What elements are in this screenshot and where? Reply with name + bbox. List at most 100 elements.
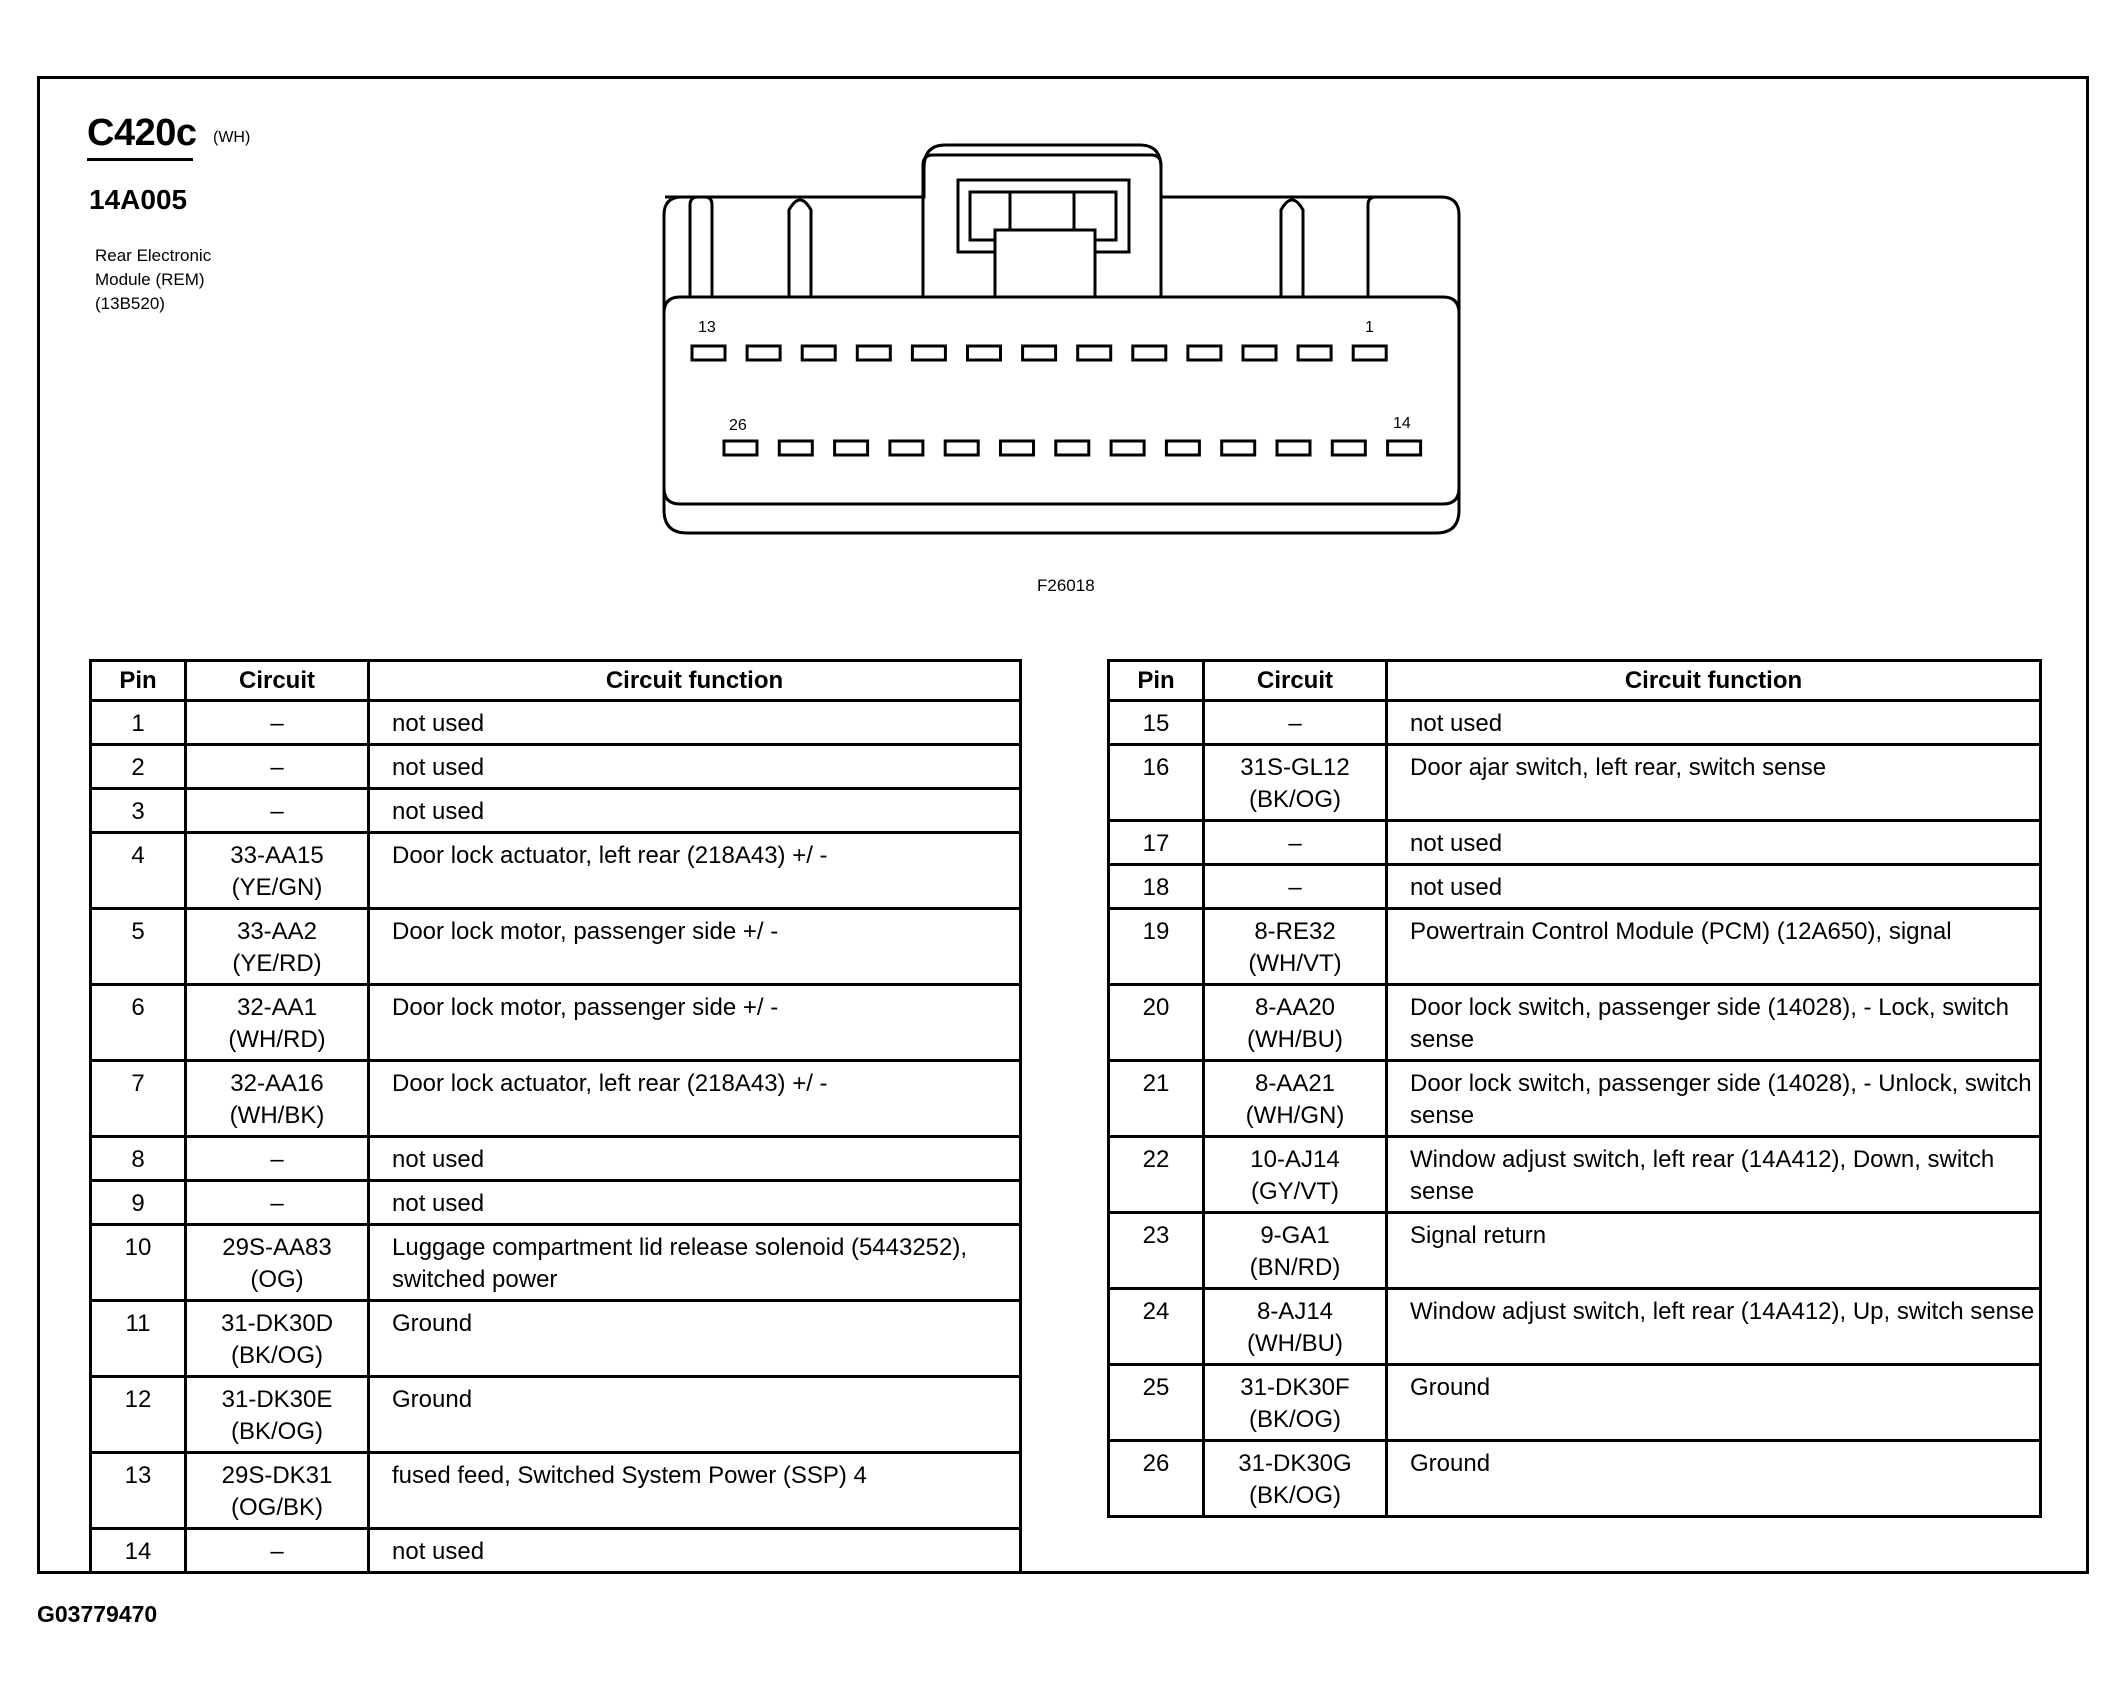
cell-circuit: – <box>184 743 370 790</box>
pin-cavity-17 <box>1220 439 1257 457</box>
circuit-number: – <box>270 1146 284 1173</box>
cell-circuit: 33-AA15(YE/GN) <box>184 831 370 910</box>
wire-color: (OG/BK) <box>230 1494 323 1521</box>
cell-circuit-function: not used <box>367 1179 1022 1226</box>
cell-circuit: 32-AA1(WH/RD) <box>184 983 370 1062</box>
cell-circuit: 8-AA20 (WH/BU) <box>1202 983 1388 1062</box>
latch-tongue <box>993 228 1097 299</box>
cell-circuit-function: not used <box>367 1527 1022 1574</box>
table-header-row: Pin Circuit Circuit function <box>1107 659 2042 702</box>
connector-id: C420c <box>87 112 197 154</box>
wire-color: (WH/BU) <box>1247 1026 1343 1053</box>
module-name-line-2: Module (REM) <box>95 270 205 289</box>
cell-pin: 9 <box>89 1179 187 1226</box>
housing-rib-1 <box>688 195 714 297</box>
cell-pin: 22 <box>1107 1135 1205 1214</box>
pin-cavity-15 <box>1330 439 1367 457</box>
pin-cavity-14 <box>1386 439 1423 457</box>
cell-circuit-function: Ground <box>1385 1363 2042 1442</box>
cell-circuit-function: not used <box>367 699 1022 746</box>
cell-circuit-function: Signal return <box>1385 1211 2042 1290</box>
cell-circuit: – <box>1202 699 1388 746</box>
cell-circuit-function: Window adjust switch, left rear (14A412)… <box>1385 1135 2042 1214</box>
cell-pin: 26 <box>1107 1439 1205 1518</box>
header-pin: Pin <box>89 659 187 702</box>
cell-circuit-function: Ground <box>367 1375 1022 1454</box>
cell-circuit: 32-AA16(WH/BK) <box>184 1059 370 1138</box>
table-row: 18–not used <box>1107 863 2042 910</box>
circuit-number: 31S-GL12 <box>1240 754 1350 781</box>
pin-label-1: 1 <box>1365 319 1374 336</box>
header-circuit-function: Circuit function <box>1385 659 2042 702</box>
cell-circuit: 33-AA2(YE/RD) <box>184 907 370 986</box>
cell-circuit-function: not used <box>1385 863 2042 910</box>
cell-circuit-function: Door ajar switch, left rear, switch sens… <box>1385 743 2042 822</box>
pin-cavity-8 <box>966 344 1002 362</box>
pin-cavity-10 <box>855 344 892 362</box>
cell-pin: 20 <box>1107 983 1205 1062</box>
pin-table-right: Pin Circuit Circuit function 15–not used… <box>1107 659 2042 1518</box>
circuit-number: – <box>1288 710 1302 737</box>
pin-label-26: 26 <box>729 417 747 434</box>
pin-cavity-20 <box>1054 439 1091 457</box>
wire-color: (BK/OG) <box>230 1342 323 1369</box>
cell-circuit: 10-AJ14(GY/VT) <box>1202 1135 1388 1214</box>
circuit-number: 33-AA2 <box>236 918 318 945</box>
cell-circuit: 31-DK30G (BK/OG) <box>1202 1439 1388 1518</box>
pin-cavity-24 <box>833 439 870 457</box>
circuit-number: – <box>270 710 284 737</box>
circuit-number: – <box>270 798 284 825</box>
pin-cavity-12 <box>745 344 782 362</box>
pin-label-13: 13 <box>698 319 716 336</box>
wire-color: (WH/RD) <box>228 1026 326 1053</box>
circuit-number: 8-AA21 <box>1254 1070 1336 1097</box>
circuit-number: 31-DK30G <box>1238 1450 1352 1477</box>
cell-circuit-function: Door lock motor, passenger side +/ - <box>367 983 1022 1062</box>
cell-pin: 16 <box>1107 743 1205 822</box>
cell-circuit-function: Ground <box>367 1299 1022 1378</box>
wire-color: (BK/OG) <box>230 1418 323 1445</box>
cell-pin: 25 <box>1107 1363 1205 1442</box>
pin-cavity-26 <box>722 439 759 457</box>
circuit-number: 10-AJ14 <box>1250 1146 1340 1173</box>
connector-color: (WH) <box>213 129 251 146</box>
table-row: 17–not used <box>1107 819 2042 866</box>
pin-cavity-7 <box>1021 344 1058 362</box>
pin-cavity-25 <box>777 439 814 457</box>
pin-cavity-19 <box>1109 439 1146 457</box>
circuit-number: 31-DK30F <box>1240 1374 1350 1401</box>
cell-pin: 13 <box>89 1451 187 1530</box>
cell-pin: 7 <box>89 1059 187 1138</box>
wire-color: (WH/GN) <box>1245 1102 1345 1129</box>
cell-pin: 24 <box>1107 1287 1205 1366</box>
circuit-number: 8-AA20 <box>1254 994 1336 1021</box>
cell-circuit: 8-AJ14(WH/BU) <box>1202 1287 1388 1366</box>
circuit-number: – <box>1288 830 1302 857</box>
cell-circuit: 9-GA1(BN/RD) <box>1202 1211 1388 1290</box>
cell-circuit: – <box>184 1135 370 1182</box>
cell-circuit: 29S-AA83(OG) <box>184 1223 370 1302</box>
pin-cavity-3 <box>1241 344 1278 362</box>
wire-color: (WH/BU) <box>1247 1330 1343 1357</box>
circuit-number: 31-DK30E <box>221 1386 333 1413</box>
cell-circuit: – <box>184 787 370 834</box>
cell-circuit: 29S-DK31(OG/BK) <box>184 1451 370 1530</box>
pin-cavity-18 <box>1164 439 1201 457</box>
cell-pin: 2 <box>89 743 187 790</box>
pin-cavity-22 <box>943 439 980 457</box>
cell-pin: 8 <box>89 1135 187 1182</box>
cell-circuit: 8-RE32(WH/VT) <box>1202 907 1388 986</box>
circuit-number: – <box>270 1190 284 1217</box>
circuit-number: 33-AA15 <box>230 842 324 869</box>
wire-color: (BK/OG) <box>1248 1482 1341 1509</box>
table-row: 8–not used <box>89 1135 1022 1182</box>
